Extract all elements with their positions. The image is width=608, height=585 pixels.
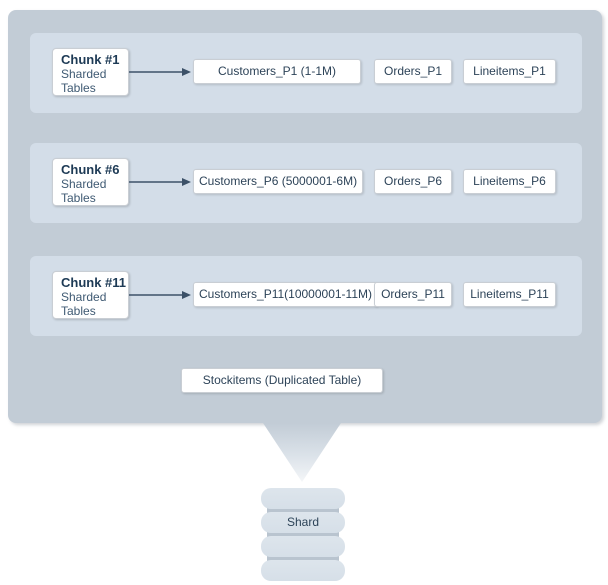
database-disc xyxy=(261,536,345,557)
database-disc xyxy=(261,560,345,581)
chunk-subtitle: Sharded Tables xyxy=(61,177,107,205)
chunk-title: Chunk #1 xyxy=(61,52,120,67)
chunk-box: Chunk #1 Sharded Tables xyxy=(52,48,129,96)
customers-table-box: Customers_P6 (5000001-6M) xyxy=(193,169,364,194)
chunk-box: Chunk #6 Sharded Tables xyxy=(52,158,129,206)
arrow-right-icon xyxy=(129,68,191,76)
chunk-row-1: Chunk #1 Sharded Tables Customers_P1 (1-… xyxy=(30,33,582,113)
chunk-title: Chunk #11 xyxy=(61,275,127,290)
customers-table-box: Customers_P11(10000001-11M) xyxy=(193,282,378,307)
lineitems-table-box: Lineitems_P1 xyxy=(463,59,556,84)
lineitems-table-box: Lineitems_P11 xyxy=(463,282,556,307)
orders-table-box: Orders_P11 xyxy=(374,282,452,307)
customers-table-box: Customers_P1 (1-1M) xyxy=(193,59,361,84)
arrow-right-icon xyxy=(129,178,191,186)
funnel-pointer-icon xyxy=(263,423,341,482)
chunk-subtitle: Sharded Tables xyxy=(61,67,107,95)
database-stack-shading xyxy=(267,498,339,570)
chunk-title: Chunk #6 xyxy=(61,162,120,177)
arrow-right-icon xyxy=(129,291,191,299)
shard-label: Shard xyxy=(261,512,345,533)
database-disc xyxy=(261,488,345,509)
shard-database-icon: Shard xyxy=(261,488,345,581)
chunk-row-11: Chunk #11 Sharded Tables Customers_P11(1… xyxy=(30,256,582,336)
chunk-row-6: Chunk #6 Sharded Tables Customers_P6 (50… xyxy=(30,143,582,223)
lineitems-table-box: Lineitems_P6 xyxy=(463,169,556,194)
shard-chunks-container: Chunk #1 Sharded Tables Customers_P1 (1-… xyxy=(8,10,602,423)
stockitems-table-box: Stockitems (Duplicated Table) xyxy=(181,368,383,393)
chunk-box: Chunk #11 Sharded Tables xyxy=(52,271,129,319)
orders-table-box: Orders_P1 xyxy=(374,59,452,84)
chunk-subtitle: Sharded Tables xyxy=(61,290,107,318)
orders-table-box: Orders_P6 xyxy=(374,169,452,194)
